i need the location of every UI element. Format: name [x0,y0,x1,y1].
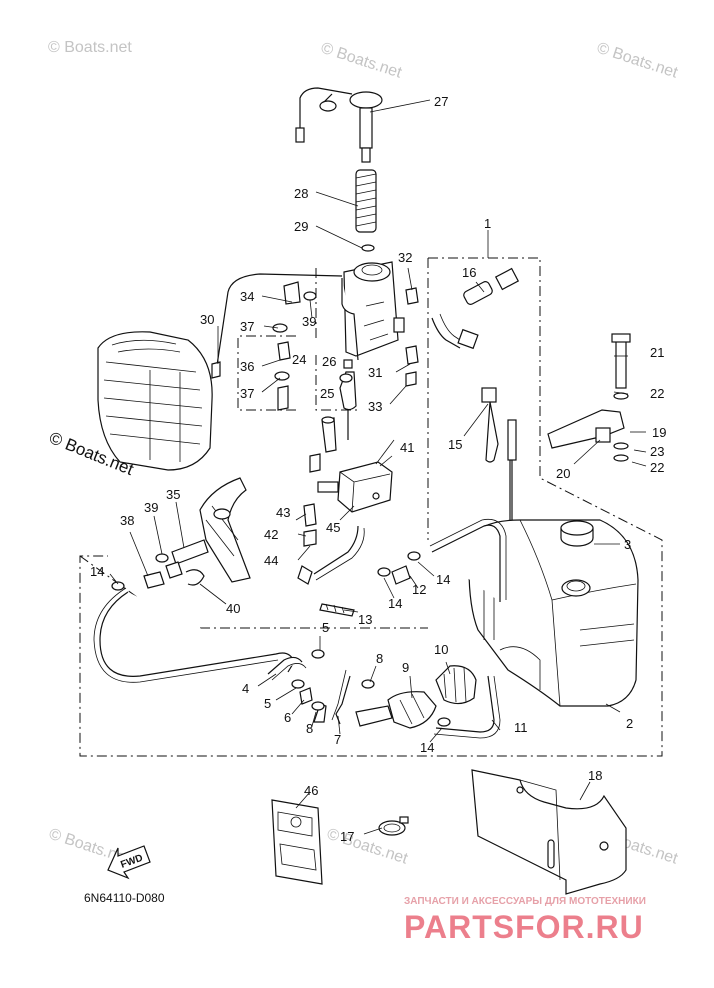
callout-30: 30 [200,312,214,327]
fuel-filter-assembly [339,261,405,411]
callout-39b: 39 [302,314,316,329]
callout-35: 35 [166,487,180,502]
callout-1: 1 [484,216,491,231]
brand-logo: ЗАПЧАСТИ И АКСЕССУАРЫ ДЛЯ МОТОТЕХНИКИ PA… [404,896,646,945]
callout-22b: 22 [650,460,664,475]
callout-42: 42 [264,527,278,542]
callout-11: 11 [514,720,528,735]
callout-32: 32 [398,250,412,265]
callout-24: 24 [292,352,306,367]
callout-6: 6 [284,710,291,725]
watermark: © Boats.net [319,40,405,82]
callout-9: 9 [402,660,409,675]
tank-bracket [471,769,627,895]
connector-16 [457,267,520,350]
callout-5b: 5 [264,696,271,711]
callout-34: 34 [240,289,254,304]
callout-45: 45 [326,520,340,535]
brand-tagline: ЗАПЧАСТИ И АКСЕССУАРЫ ДЛЯ МОТОТЕХНИКИ [404,896,646,907]
callout-14b: 14 [436,572,450,587]
mounting-hardware [547,333,631,462]
callout-27: 27 [434,94,448,109]
callout-7: 7 [334,732,341,747]
callout-17: 17 [340,829,354,844]
fwd-arrow: FWD [107,845,151,880]
callout-41: 41 [400,440,414,455]
callout-22: 22 [650,386,664,401]
callout-20: 20 [556,466,570,481]
callout-33: 33 [368,399,382,414]
watermark: © Boats.net [595,40,681,82]
callout-25: 25 [320,386,334,401]
hose-clamp-17 [378,816,409,836]
callout-46: 46 [304,783,318,798]
callout-2: 2 [626,716,633,731]
fuel-sender-15 [481,387,517,520]
fuel-tank-drawing [468,519,639,707]
sensor-cable-27 [295,87,383,163]
callout-31: 31 [368,365,382,380]
callout-28: 28 [294,186,308,201]
callout-29: 29 [294,219,308,234]
callout-38: 38 [120,513,134,528]
callout-14: 14 [90,564,104,579]
callout-4: 4 [242,681,249,696]
callout-37: 37 [240,319,254,334]
callout-37b: 37 [240,386,254,401]
cowling-drawing [97,331,213,471]
callouts: 1 2 3 4 5 5 6 7 8 8 9 10 11 12 13 14 14 … [90,94,666,844]
brand-logo-text: PARTSFOR.RU [404,909,644,945]
fittings [143,281,419,723]
callout-15: 15 [448,437,462,452]
callout-10: 10 [434,642,448,657]
fuel-cap [560,520,594,547]
callout-19: 19 [652,425,666,440]
primer-pump [355,665,477,729]
callout-14c: 14 [388,596,402,611]
callout-36: 36 [240,359,254,374]
fuel-hoses [93,273,511,739]
callout-21: 21 [650,345,664,360]
callout-43: 43 [276,505,290,520]
callout-12: 12 [412,582,426,597]
fuel-line-13 [319,603,355,617]
warning-labels [271,799,323,885]
callout-40: 40 [226,601,240,616]
fuel-pump-body [317,416,393,513]
diagram-code: 6N64110-D080 [84,891,165,905]
callout-39: 39 [144,500,158,515]
callout-14d: 14 [420,740,434,755]
callout-5: 5 [322,620,329,635]
leader-lines [109,99,647,835]
callout-26: 26 [322,354,336,369]
callout-3: 3 [624,537,631,552]
callout-16: 16 [462,265,476,280]
engine-bracket-drawing [199,477,251,583]
callout-8: 8 [376,651,383,666]
callout-23: 23 [650,444,664,459]
callout-44: 44 [264,553,278,568]
watermark: © Boats.net [48,39,132,56]
callout-18: 18 [588,768,602,783]
callout-13: 13 [358,612,372,627]
filter-element-28 [355,169,377,252]
callout-8b: 8 [306,721,313,736]
elbow-hose-4 [267,656,307,681]
